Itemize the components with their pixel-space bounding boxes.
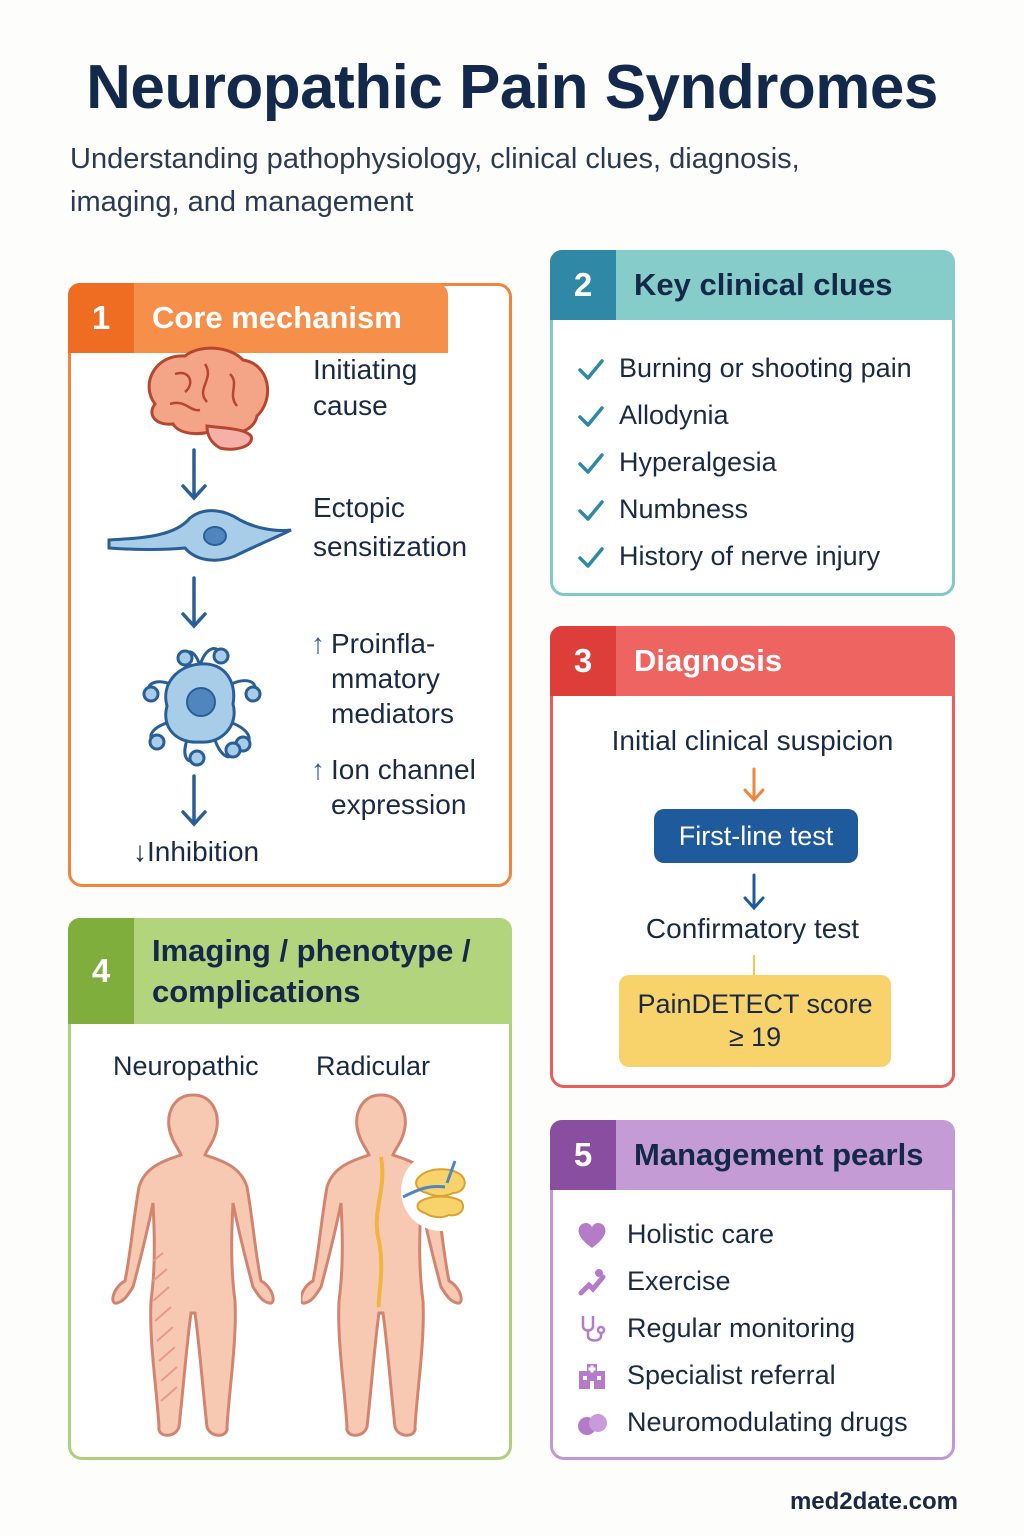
list-item: Holistic care	[575, 1211, 908, 1258]
card-title: Imaging / phenotype / complications	[152, 933, 471, 1009]
clue-list: Burning or shooting pain Allodynia Hyper…	[577, 345, 912, 580]
card-management-pearls: 5 Management pearls Holistic care Exerci…	[550, 1120, 955, 1460]
page-subtitle: Understanding pathophysiology, clinical …	[70, 138, 950, 224]
body-front-icon	[111, 1093, 275, 1437]
diagnosis-paindetect-score: PainDETECT score ≥ 19	[619, 975, 891, 1067]
vertebra-icon	[401, 1151, 481, 1231]
connector-line	[753, 955, 755, 975]
mechanism-mediators: ↑Proinfla- mmatory mediators	[311, 628, 454, 729]
list-item: Regular monitoring	[575, 1305, 908, 1352]
phenotype-label-radicular: Radicular	[316, 1051, 431, 1081]
diagnosis-step-suspicion: Initial clinical suspicion	[611, 725, 894, 756]
hospital-icon	[579, 1363, 605, 1389]
diagnosis-first-line-test: First-line test	[654, 809, 858, 863]
list-item: Allodynia	[577, 392, 912, 439]
card-number: 5	[550, 1120, 616, 1190]
card-header: 2 Key clinical clues	[550, 250, 955, 320]
card-header: 3 Diagnosis	[550, 626, 955, 696]
arrow-up-icon: ↑	[311, 754, 325, 785]
card-title: Diagnosis	[634, 643, 783, 678]
check-icon	[578, 499, 604, 521]
arrow-up-icon: ↑	[311, 628, 325, 659]
management-list: Holistic care Exercise Regular monitorin…	[575, 1211, 908, 1446]
mechanism-ectopic-sensitization: Ectopic sensitization	[313, 492, 468, 562]
card-number: 1	[68, 283, 134, 353]
list-item: Neuromodulating drugs	[575, 1399, 908, 1446]
pill-icon	[578, 1413, 607, 1435]
mechanism-inhibition: ↓Inhibition	[133, 836, 260, 867]
stethoscope-icon	[581, 1315, 606, 1342]
footer-brand[interactable]: med2date.com	[789, 1488, 958, 1515]
list-item: History of nerve injury	[577, 533, 912, 580]
arrow-down-icon	[181, 774, 207, 827]
phenotype-label-neuropathic: Neuropathic	[113, 1051, 259, 1081]
card-clinical-clues: 2 Key clinical clues Burning or shooting…	[550, 250, 955, 596]
arrow-down-icon	[181, 576, 207, 629]
list-item: Specialist referral	[575, 1352, 908, 1399]
arrow-down-icon	[743, 767, 765, 803]
diagnosis-confirmatory-test: Confirmatory test	[645, 913, 860, 944]
card-number: 2	[550, 250, 616, 320]
card-header: 4 Imaging / phenotype / complications	[68, 918, 512, 1024]
mechanism-initiating-cause: Initiating cause	[313, 354, 418, 421]
heart-icon	[578, 1222, 606, 1248]
page-title: Neuropathic Pain Syndromes	[86, 53, 938, 122]
check-icon	[578, 546, 604, 568]
list-item: Numbness	[577, 486, 912, 533]
glial-cell-icon	[142, 647, 262, 767]
card-imaging-phenotype: 4 Imaging / phenotype / complications Ne…	[68, 918, 512, 1460]
card-title: Core mechanism	[152, 300, 402, 335]
list-item: Exercise	[575, 1258, 908, 1305]
arrow-down-icon	[181, 448, 207, 501]
card-header: 1 Core mechanism	[68, 283, 448, 353]
brain-icon	[147, 346, 270, 451]
check-icon	[578, 358, 604, 380]
card-number: 4	[68, 918, 134, 1024]
card-header: 5 Management pearls	[550, 1120, 955, 1190]
neuron-icon	[107, 509, 292, 562]
card-title: Key clinical clues	[634, 267, 893, 302]
subtitle-line: Understanding pathophysiology, clinical …	[70, 143, 800, 175]
card-title: Management pearls	[634, 1137, 924, 1172]
subtitle-line: imaging, and management	[70, 186, 414, 218]
exercise-icon	[578, 1268, 606, 1295]
list-item: Burning or shooting pain	[577, 345, 912, 392]
card-core-mechanism: 1 Core mechanism Initiating cause E	[68, 283, 512, 887]
card-number: 3	[550, 626, 616, 696]
card-diagnosis: 3 Diagnosis Initial clinical suspicion F…	[550, 626, 955, 1088]
mechanism-ion-channel: ↑Ion channel expression	[311, 754, 476, 820]
arrow-down-icon	[743, 873, 765, 911]
list-item: Hyperalgesia	[577, 439, 912, 486]
body-back-icon	[301, 1093, 463, 1437]
check-icon	[578, 452, 604, 474]
check-icon	[578, 405, 604, 427]
